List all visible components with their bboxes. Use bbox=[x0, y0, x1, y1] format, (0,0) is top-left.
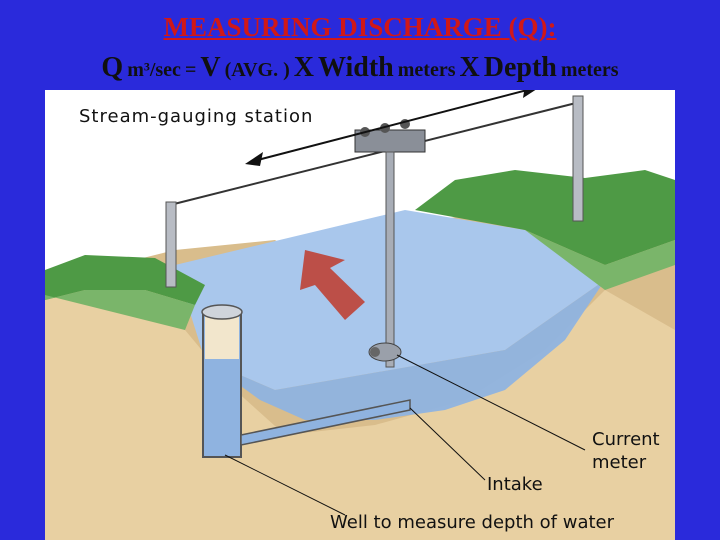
station-label: Stream-gauging station bbox=[79, 106, 313, 127]
width-arrow-head-right bbox=[523, 90, 540, 98]
propeller-hub bbox=[370, 347, 380, 357]
formula-equals: = bbox=[185, 59, 196, 81]
well-top-empty bbox=[205, 314, 239, 359]
meter-rod bbox=[386, 152, 394, 367]
left-post bbox=[166, 202, 176, 287]
formula-x2: X bbox=[459, 52, 479, 83]
formula-depth: Depth bbox=[484, 52, 557, 83]
intake-label: Intake bbox=[487, 474, 543, 495]
width-arrow-head-left bbox=[245, 152, 263, 166]
slide-title: MEASURING DISCHARGE (Q): bbox=[0, 12, 720, 43]
current-meter-label-line2: meter bbox=[592, 452, 647, 473]
formula-width-unit: meters bbox=[398, 59, 456, 81]
current-meter-label-line1: Current bbox=[592, 429, 660, 450]
stream-gauging-diagram: Stream-gauging station Current meter Int… bbox=[45, 90, 675, 540]
well-label: Well to measure depth of water bbox=[330, 512, 615, 533]
formula-v-note: (AVG. ) bbox=[225, 59, 290, 81]
formula-q: Q bbox=[101, 52, 123, 83]
formula-x1: X bbox=[294, 52, 314, 83]
right-post bbox=[573, 96, 583, 221]
formula-v: V bbox=[200, 52, 220, 83]
formula-width: Width bbox=[318, 52, 394, 83]
well-opening bbox=[202, 305, 242, 319]
formula-q-unit: m³/sec bbox=[127, 59, 181, 81]
discharge-formula: Q m³/sec = V (AVG. ) X Width meters X De… bbox=[0, 52, 720, 84]
diagram-svg: Stream-gauging station Current meter Int… bbox=[45, 90, 675, 540]
formula-depth-unit: meters bbox=[561, 59, 619, 81]
